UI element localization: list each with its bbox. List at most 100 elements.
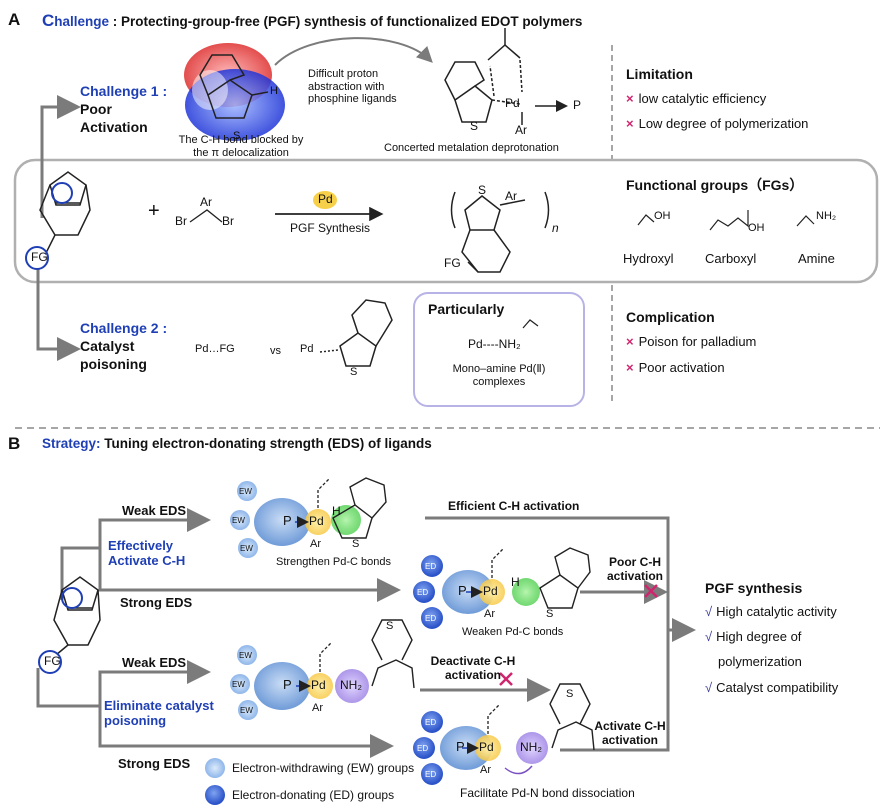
ew-1a: EW (239, 487, 252, 496)
cmd-s: S (470, 119, 479, 133)
fg-title: Functional groups（FGs） (626, 177, 804, 193)
pgf-item-2b: polymerization (718, 654, 802, 669)
path-efficient (425, 516, 670, 630)
panel-b-title: Strategy: Tuning electron-donating stren… (42, 436, 432, 452)
cmd-p: P (573, 98, 582, 112)
h-atom-a1: H (270, 85, 278, 97)
strategy-label: Strategy: (42, 436, 101, 451)
efficient-label: Efficient C-H activation (448, 499, 580, 513)
arrow-strong-eds-2 (98, 706, 394, 758)
ed-4a: ED (425, 718, 437, 727)
complex-weak-ch (230, 477, 387, 558)
polymer-s: S (478, 183, 487, 197)
fg-hydroxyl: Hydroxyl (623, 251, 674, 266)
arrow-to-challenge2 (36, 268, 81, 361)
c-h-highlight-circle-a (51, 182, 73, 204)
fg-carboxyl: Carboxyl (705, 251, 757, 266)
pd-edot-pd: Pd (300, 343, 314, 355)
limitation-item-1: ×low catalytic efficiency (626, 91, 767, 106)
pgf-synthesis-label: PGF Synthesis (290, 221, 371, 235)
path-activate (560, 618, 696, 752)
challenge1-label: Challenge 1 : (80, 83, 168, 99)
complex-strong-amine (413, 683, 595, 785)
challenge2-line2: poisoning (80, 356, 147, 372)
h-2: H (511, 575, 520, 589)
s-3: S (386, 620, 394, 632)
h-1: H (332, 504, 341, 518)
ew-1b: EW (232, 516, 245, 525)
p-2: P (458, 583, 467, 598)
complication-title: Complication (626, 309, 715, 325)
cross-poor (644, 584, 658, 598)
difficult-line1: Difficult proton (308, 68, 379, 80)
challenge1-line1: Poor (80, 101, 112, 117)
br-right: Br (222, 214, 234, 228)
strategy-text: Tuning electron-donating strength (EDS) … (100, 436, 432, 451)
cross-deactivate (499, 672, 513, 686)
pd-2: Pd (483, 584, 498, 598)
ar-4: Ar (480, 764, 491, 776)
difficult-line3: phosphine ligands (308, 93, 397, 106)
pd-fg-label: Pd…FG (195, 343, 235, 355)
fg-circle-a-label: FG (31, 250, 48, 264)
legend-ew-dot (205, 758, 225, 778)
ed-4c: ED (425, 770, 437, 779)
ew-3c: EW (240, 706, 253, 715)
fg-circle-b (38, 650, 62, 674)
ar-1: Ar (310, 538, 321, 550)
pd-nh2-label: Pd----NH₂ (468, 337, 521, 351)
br-left: Br (175, 214, 187, 228)
s-4: S (566, 688, 574, 700)
cmd-pd: Pd (505, 96, 520, 110)
weaken-label: Weaken Pd-C bonds (462, 626, 564, 638)
electrostatic-map (184, 43, 285, 141)
p-4: P (456, 739, 465, 754)
legend-ew-label: Electron-withdrawing (EW) groups (232, 761, 415, 775)
ar-3: Ar (312, 702, 323, 714)
cooh-label: OH (748, 222, 765, 234)
difficult-line2: abstraction with (308, 80, 385, 93)
plus-sign: + (148, 200, 160, 222)
cmd-ar: Ar (515, 123, 527, 137)
weak-eds-1: Weak EDS (122, 503, 187, 518)
challenge2-label: Challenge 2 : (80, 320, 168, 336)
br-ar-br-bonds (189, 209, 223, 223)
panel-b-letter: B (8, 434, 21, 453)
ed-4b: ED (417, 744, 429, 753)
pgf-reaction-box (13, 158, 879, 284)
ew-1c: EW (240, 544, 253, 553)
ar-middle: Ar (200, 195, 212, 209)
nh2-label: NH₂ (816, 210, 837, 222)
c-h-highlight-circle-b (61, 587, 83, 609)
strengthen-label: Strengthen Pd-C bonds (276, 556, 391, 568)
legend-ed-dot (205, 785, 225, 805)
vs-label: vs (270, 345, 281, 357)
arrow-strong-eds-1 (98, 548, 401, 602)
polymer-n: n (552, 221, 559, 235)
limitation-item-2: ×Low degree of polymerization (626, 116, 809, 131)
s-atom-a1: S (233, 130, 241, 142)
pd-badge-label: Pd (318, 192, 333, 206)
challenge-initial: C (42, 11, 55, 30)
challenge-rest: hallenge (54, 14, 110, 29)
cmd-structure (444, 28, 568, 125)
fg-amine: Amine (798, 251, 835, 266)
mono-line2: complexes (472, 375, 526, 388)
pgf-item-2: √High degree of (705, 629, 802, 644)
oh-label: OH (654, 210, 671, 222)
polymer-ar: Ar (505, 189, 517, 203)
pd-edot-s: S (350, 366, 358, 378)
complex-strong-ch (413, 547, 591, 629)
strong-eds-1: Strong EDS (120, 595, 193, 610)
pgf-item-3: √Catalyst compatibility (705, 680, 839, 695)
polymer-structure (450, 191, 550, 273)
fg-circle-a (25, 246, 49, 270)
challenge-text: : Protecting-group-free (PGF) synthesis … (109, 14, 583, 29)
p-3: P (283, 677, 292, 692)
